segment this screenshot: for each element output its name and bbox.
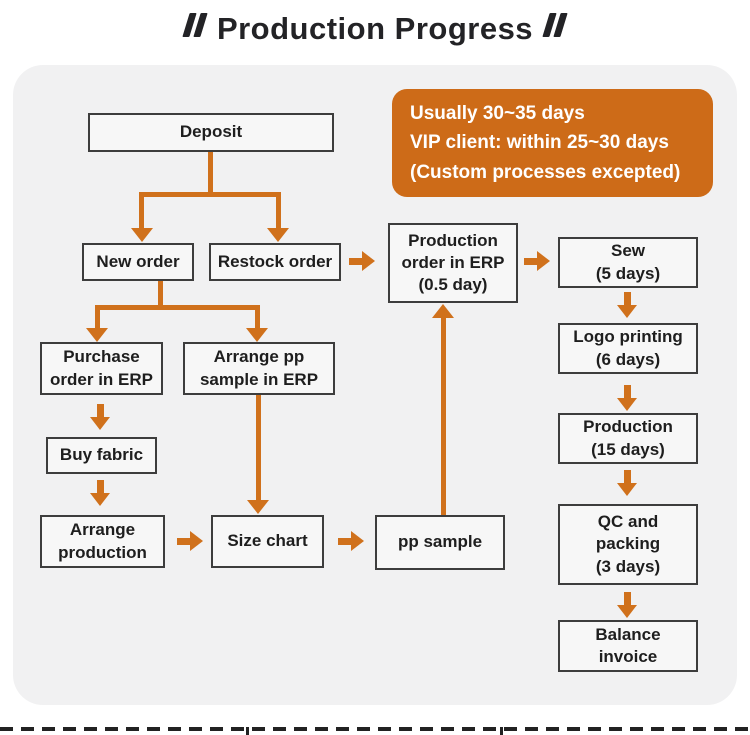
node-buy-fabric: Buy fabric — [46, 437, 157, 474]
node-restock-order: Restock order — [209, 243, 341, 281]
arrow-sizechart-to-ppsample — [338, 531, 365, 552]
node-sew: Sew (5 days) — [558, 237, 698, 288]
arrow-ppsample-to-erp-line — [441, 318, 446, 515]
bottom-dashed-divider — [0, 727, 750, 731]
arrow-to-purchase-order-head — [86, 328, 108, 342]
arrow-qc-to-balance — [617, 592, 638, 619]
arrow-to-arrange-pp-line — [255, 305, 260, 329]
info-line-usual: Usually 30~35 days — [410, 102, 585, 124]
open-quote-icon — [182, 13, 208, 37]
node-deposit: Deposit — [88, 113, 334, 152]
arrow-erp-to-sew — [524, 251, 551, 272]
info-line-vip: VIP client: within 25~30 days — [410, 132, 669, 154]
arrow-deposit-stem — [208, 152, 213, 195]
arrow-restock-to-erp — [349, 251, 376, 272]
node-arrange-production: Arrange production — [40, 515, 165, 568]
close-quote-icon — [542, 13, 568, 37]
arrow-deposit-crossbar — [139, 192, 281, 197]
node-qc-packing: QC and packing (3 days) — [558, 504, 698, 585]
node-production-order-erp: Production order in ERP (0.5 day) — [388, 223, 518, 303]
lead-time-info-box: Usually 30~35 days VIP client: within 25… — [392, 89, 713, 197]
node-arrange-pp-sample: Arrange pp sample in ERP — [183, 342, 335, 395]
arrow-ppsample-to-erp-head — [432, 304, 454, 318]
arrow-to-restock-order-head — [267, 228, 289, 242]
arrow-new-order-stem — [158, 281, 163, 310]
node-purchase-order-erp: Purchase order in ERP — [40, 342, 163, 395]
page-title: Production Progress — [216, 11, 534, 46]
arrow-pp-to-sizechart-head — [247, 500, 269, 514]
arrow-to-new-order-line — [139, 192, 144, 229]
arrow-to-purchase-order-line — [95, 305, 100, 329]
arrow-pp-to-sizechart-line — [256, 395, 261, 501]
page-title-row: Production Progress — [0, 4, 750, 54]
arrow-arrangeprod-to-sizechart — [177, 531, 204, 552]
arrow-logo-to-production — [617, 385, 638, 412]
node-balance-invoice: Balance invoice — [558, 620, 698, 672]
arrow-sew-to-logo — [617, 292, 638, 319]
node-new-order: New order — [82, 243, 194, 281]
divider-tick-left — [246, 727, 249, 735]
divider-tick-right — [500, 727, 503, 735]
arrow-to-restock-order-line — [276, 192, 281, 229]
arrow-purchase-to-buyfabric — [90, 404, 111, 431]
arrow-to-arrange-pp-head — [246, 328, 268, 342]
node-pp-sample: pp sample — [375, 515, 505, 570]
node-logo-printing: Logo printing (6 days) — [558, 323, 698, 374]
node-size-chart: Size chart — [211, 515, 324, 568]
arrow-production-to-qc — [617, 470, 638, 497]
arrow-new-order-crossbar — [95, 305, 260, 310]
arrow-to-new-order-head — [131, 228, 153, 242]
info-line-note: (Custom processes excepted) — [410, 161, 681, 183]
arrow-buyfabric-to-arrangeprod — [90, 480, 111, 507]
node-production: Production (15 days) — [558, 413, 698, 464]
